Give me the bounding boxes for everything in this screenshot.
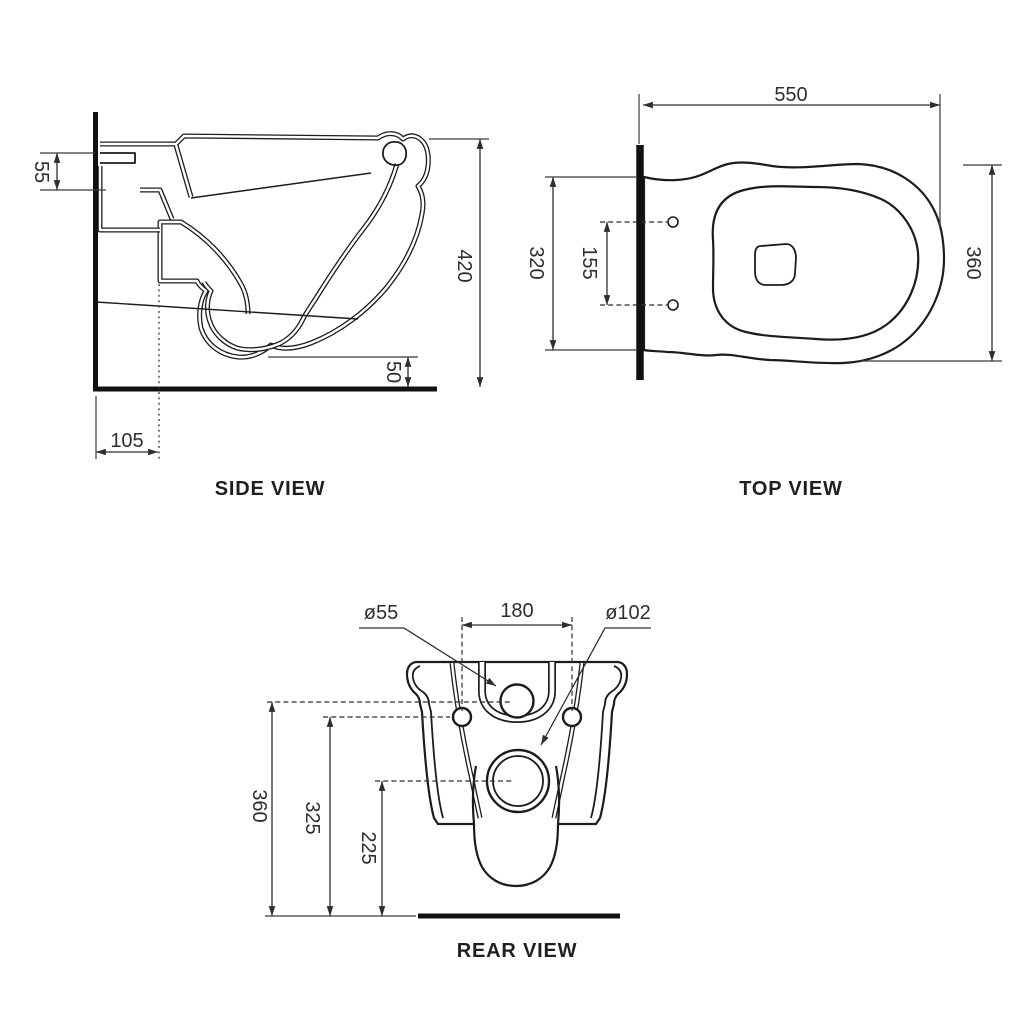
side-toilet-outer-profile bbox=[100, 131, 431, 360]
dim-text-height-holes: 325 bbox=[301, 801, 323, 834]
dim-text-wall-offset: 105 bbox=[110, 430, 143, 452]
top-drain-opening bbox=[754, 243, 797, 286]
dim-text-wall-width: 320 bbox=[525, 246, 547, 279]
rear-view-label: REAR VIEW bbox=[457, 940, 578, 962]
dim-text-bracket-height: 55 bbox=[30, 161, 52, 183]
leader-outlet-diameter bbox=[540, 627, 651, 746]
dim-text-height-total: 360 bbox=[248, 789, 270, 822]
side-section-line bbox=[95, 301, 359, 320]
side-water-line bbox=[190, 172, 372, 199]
dim-text-outlet-to-floor: 50 bbox=[382, 361, 404, 383]
rear-view-drawing: ø55 180 ø102 360 325 225 REAR VIEW bbox=[248, 600, 651, 962]
side-fixing-slot bbox=[100, 152, 136, 164]
rear-trapway-side-left bbox=[471, 765, 478, 825]
top-view-drawing: 550 320 155 360 TOP VIEW bbox=[525, 84, 1002, 500]
rear-ear-inner-right bbox=[590, 665, 623, 819]
dim-text-total-height: 420 bbox=[453, 249, 475, 282]
top-view-label: TOP VIEW bbox=[739, 478, 842, 500]
dim-text-depth: 550 bbox=[774, 84, 807, 106]
side-rim-channel bbox=[382, 141, 408, 167]
side-view-label: SIDE VIEW bbox=[215, 478, 326, 500]
dim-text-bowl-width: 360 bbox=[962, 246, 984, 279]
dim-text-outlet-diameter: ø102 bbox=[605, 602, 651, 624]
top-bowl-inner-rim bbox=[711, 185, 920, 341]
rear-outlet-circle-outer bbox=[485, 748, 551, 814]
top-fixing-hole-left bbox=[667, 216, 679, 228]
dim-text-height-outlet: 225 bbox=[357, 831, 379, 864]
side-wall-mount-section bbox=[97, 166, 160, 233]
dim-text-fixing-spacing: 180 bbox=[500, 600, 533, 622]
rear-trapway-side-right bbox=[554, 765, 561, 825]
top-fixing-hole-right bbox=[667, 299, 679, 311]
dim-text-inlet-diameter: ø55 bbox=[364, 602, 398, 624]
rear-ear-inner-left bbox=[411, 665, 444, 819]
side-view-drawing: 55 420 50 105 SIDE VIEW bbox=[30, 112, 489, 500]
rear-water-inlet-circle bbox=[499, 683, 535, 719]
leader-inlet-diameter bbox=[359, 627, 497, 687]
dim-text-hole-spacing: 155 bbox=[578, 246, 600, 279]
